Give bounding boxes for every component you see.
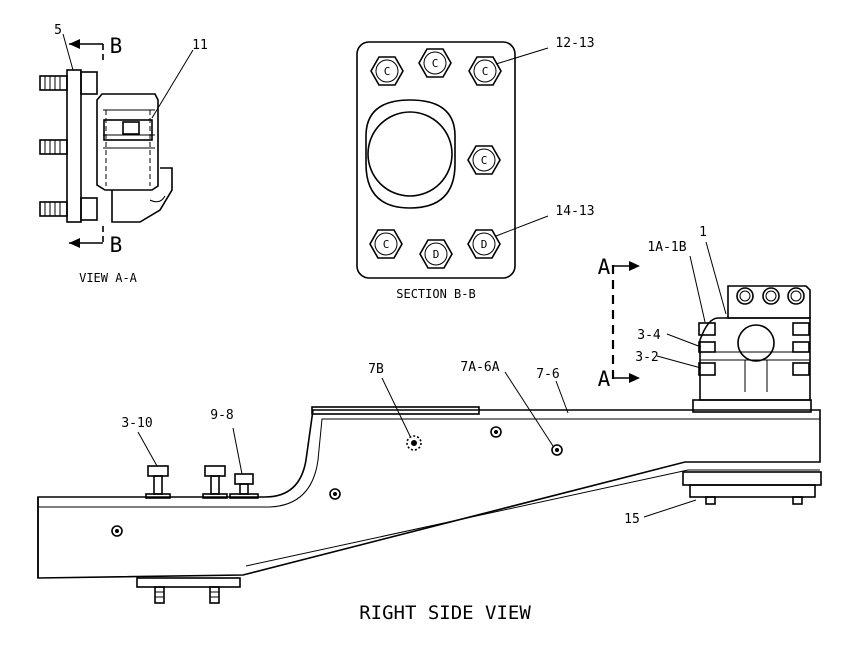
callout-7-6: 7-6 xyxy=(536,367,559,382)
callout-11: 11 xyxy=(192,38,208,53)
bolt-letter: C xyxy=(481,154,488,167)
stud xyxy=(39,75,68,91)
callout-1: 1 xyxy=(699,225,707,240)
section-bb-drawing xyxy=(356,41,549,279)
callout-12-13: 12-13 xyxy=(555,36,594,51)
flange-bolt xyxy=(202,465,228,499)
callout-9-8: 9-8 xyxy=(210,408,233,423)
right-side-view-title: RIGHT SIDE VIEW xyxy=(359,602,531,624)
bolt-letter: C xyxy=(384,65,391,78)
callout-1a-1b: 1A-1B xyxy=(647,240,686,255)
section-bb-title: SECTION B-B xyxy=(396,287,475,301)
grease-fitting xyxy=(490,426,502,438)
section-marker-a-top: A xyxy=(598,255,611,279)
bolt-letter: D xyxy=(433,248,440,261)
bolt-letter: C xyxy=(432,57,439,70)
grease-fitting xyxy=(329,488,341,500)
callout-5: 5 xyxy=(54,23,62,38)
bolt-letter: C xyxy=(482,65,489,78)
callout-15: 15 xyxy=(624,512,640,527)
bolt-letter: D xyxy=(481,238,488,251)
section-marker-b-top: B xyxy=(110,34,123,58)
callout-3-10: 3-10 xyxy=(121,416,152,431)
callout-3-2: 3-2 xyxy=(635,350,658,365)
callout-7b: 7B xyxy=(368,362,384,377)
grease-fitting xyxy=(551,444,563,456)
view-aa-title: VIEW A-A xyxy=(79,271,138,285)
section-marker-b-bottom: B xyxy=(110,233,123,257)
grease-fitting xyxy=(111,525,123,537)
callout-7a-6a: 7A-6A xyxy=(460,360,499,375)
flange-bolt xyxy=(145,465,171,499)
view-aa-drawing xyxy=(39,33,194,248)
callout-14-13: 14-13 xyxy=(555,204,594,219)
stud xyxy=(39,201,68,217)
section-marker-a-bottom: A xyxy=(598,367,611,391)
stud xyxy=(39,139,68,155)
callout-3-4: 3-4 xyxy=(637,328,661,343)
flange-bolt xyxy=(229,473,259,499)
right-side-view-drawing xyxy=(37,241,822,604)
bolt-letter: C xyxy=(383,238,390,251)
grease-fitting xyxy=(406,435,422,451)
